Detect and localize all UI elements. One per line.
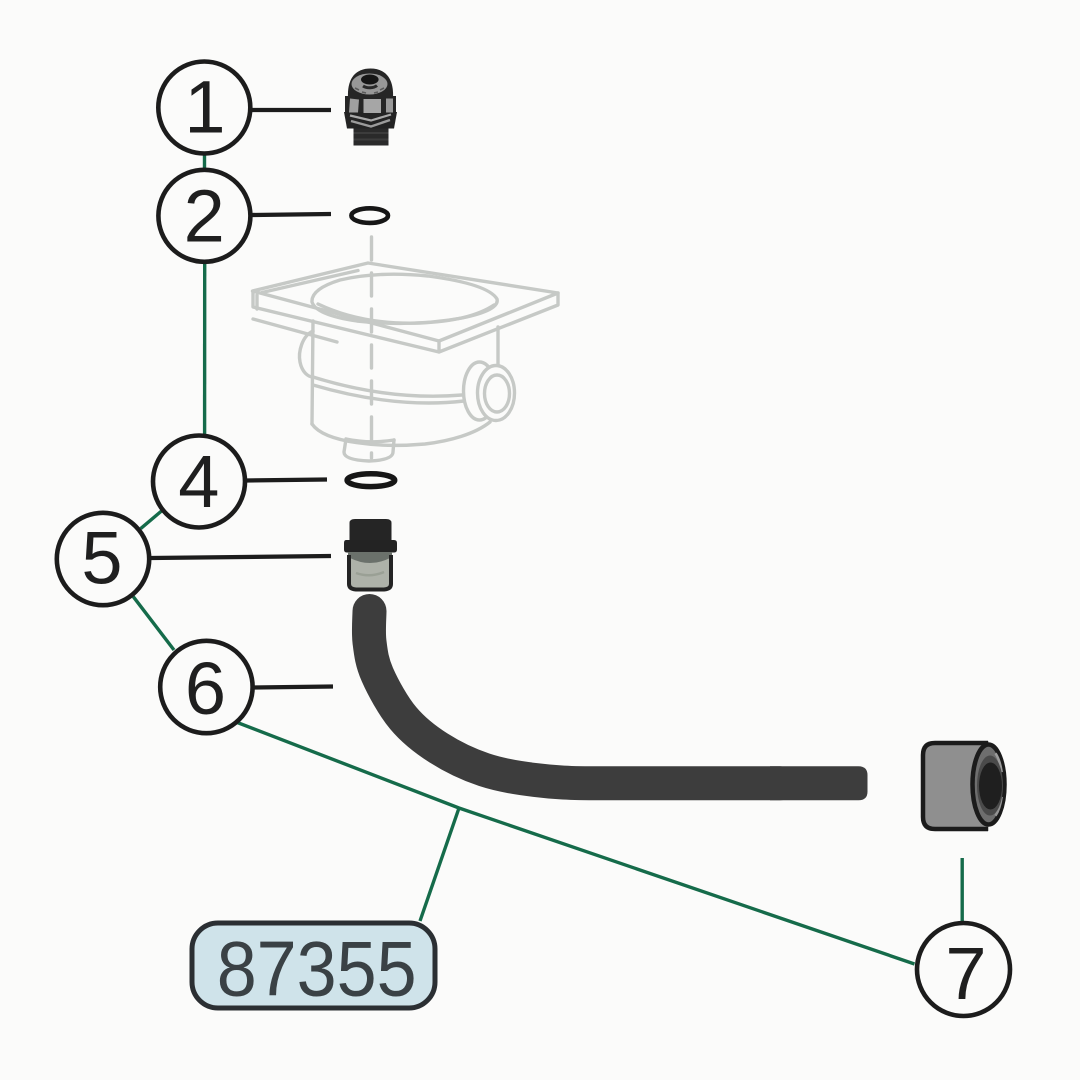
svg-text:1: 1 xyxy=(184,66,225,149)
svg-text:87355: 87355 xyxy=(217,924,417,1012)
svg-text:6: 6 xyxy=(185,647,226,730)
svg-text:5: 5 xyxy=(81,516,122,599)
svg-text:2: 2 xyxy=(184,174,225,257)
svg-text:4: 4 xyxy=(178,440,219,523)
svg-text:7: 7 xyxy=(945,932,986,1015)
